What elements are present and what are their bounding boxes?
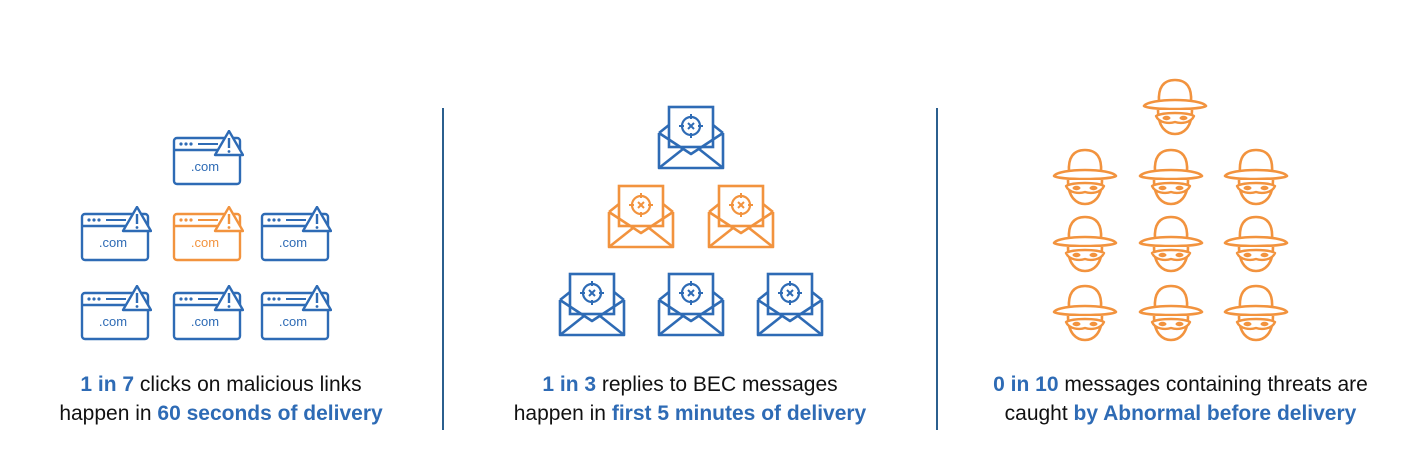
envelope-target-icon: [656, 271, 726, 344]
caption-line-1: 1 in 3 replies to BEC messages: [444, 370, 936, 399]
browser-warning-icon: .com: [172, 205, 245, 269]
caption-text: caught: [1004, 402, 1074, 425]
caption-line-1: 0 in 10 messages containing threats are: [938, 370, 1423, 399]
stat-highlight: 1 in 3: [542, 373, 597, 396]
threats-caught-caption: 0 in 10 messages containing threats are …: [938, 370, 1423, 428]
bec-replies-panel: 1 in 3 replies to BEC messages happen in…: [444, 0, 936, 476]
envelope-target-icon: [557, 271, 627, 344]
caption-line-2: caught by Abnormal before delivery: [938, 399, 1423, 428]
hacker-icon: [1141, 76, 1209, 143]
caption-line-2: happen in first 5 minutes of delivery: [444, 399, 936, 428]
svg-text:.com: .com: [99, 314, 127, 329]
divider-right: [936, 108, 938, 430]
browser-warning-icon: .com: [80, 284, 153, 348]
hacker-icon: [1137, 213, 1205, 280]
browser-warning-icon: .com: [260, 205, 333, 269]
hacker-icon: [1222, 282, 1290, 349]
browser-warning-icon: .com: [80, 205, 153, 269]
hacker-icon: [1222, 146, 1290, 213]
stat-highlight: 60 seconds of delivery: [157, 402, 383, 425]
caption-line-1: 1 in 7 clicks on malicious links: [0, 370, 442, 399]
stat-highlight: 1 in 7: [80, 373, 135, 396]
malicious-links-panel: .com .com .com .com: [0, 0, 442, 476]
svg-text:.com: .com: [279, 235, 307, 250]
envelope-target-icon: [755, 271, 825, 344]
threats-caught-panel: 0 in 10 messages containing threats are …: [938, 0, 1423, 476]
hacker-icon: [1222, 213, 1290, 280]
envelope-target-icon: [706, 183, 776, 256]
hacker-icon: [1051, 146, 1119, 213]
svg-text:.com: .com: [191, 159, 219, 174]
browser-warning-icon: .com: [172, 284, 245, 348]
browser-warning-icon: .com: [260, 284, 333, 348]
caption-text: happen in: [513, 402, 612, 425]
caption-line-2: happen in 60 seconds of delivery: [0, 399, 442, 428]
caption-text: clicks on malicious links: [134, 373, 362, 396]
stat-highlight: 0 in 10: [993, 373, 1059, 396]
divider-left: [442, 108, 444, 430]
hacker-icon: [1137, 282, 1205, 349]
svg-text:.com: .com: [279, 314, 307, 329]
browser-warning-icon: .com: [172, 129, 245, 193]
caption-text: messages containing threats are: [1058, 373, 1368, 396]
envelope-target-icon: [606, 183, 676, 256]
caption-text: happen in: [59, 402, 158, 425]
bec-replies-caption: 1 in 3 replies to BEC messages happen in…: [444, 370, 936, 428]
svg-text:.com: .com: [99, 235, 127, 250]
malicious-links-caption: 1 in 7 clicks on malicious links happen …: [0, 370, 442, 428]
hacker-icon: [1051, 282, 1119, 349]
caption-text: replies to BEC messages: [596, 373, 838, 396]
svg-text:.com: .com: [191, 235, 219, 250]
envelope-target-icon: [656, 104, 726, 177]
stat-highlight: by Abnormal before delivery: [1073, 402, 1357, 425]
svg-text:.com: .com: [191, 314, 219, 329]
stat-highlight: first 5 minutes of delivery: [611, 402, 867, 425]
hacker-icon: [1137, 146, 1205, 213]
hacker-icon: [1051, 213, 1119, 280]
